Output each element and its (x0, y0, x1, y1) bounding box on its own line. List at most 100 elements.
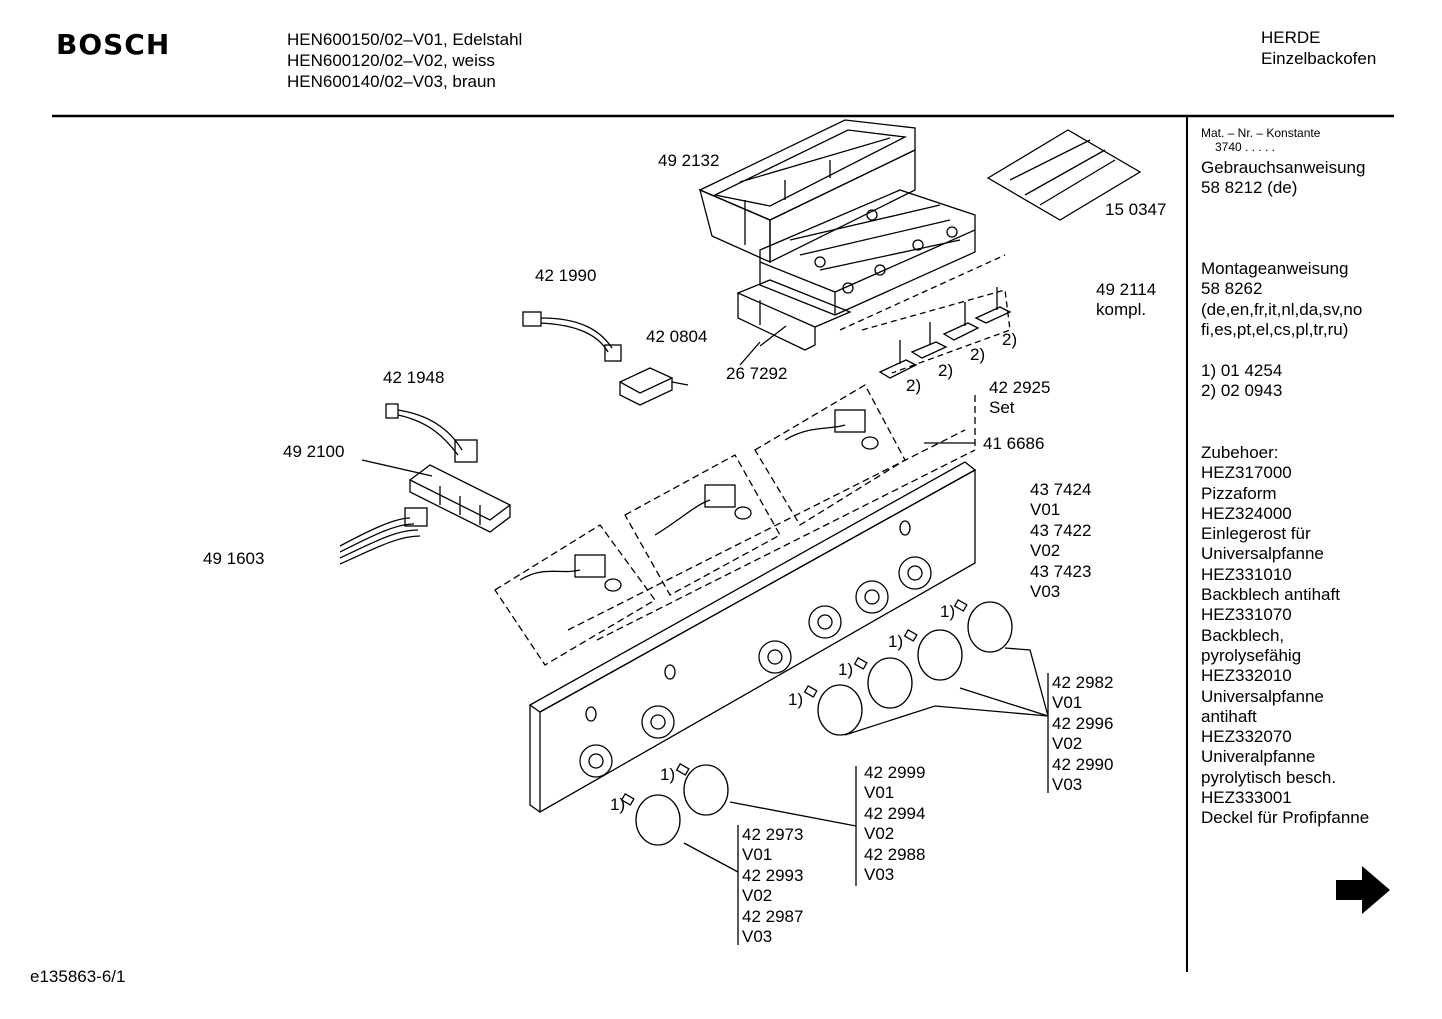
sidebar-line: pyrolytisch besch. (1201, 767, 1337, 787)
category-title: HERDE (1261, 28, 1321, 47)
bush (861, 436, 879, 450)
sidebar-line: antihaft (1201, 706, 1257, 726)
knob-part-stack: 42 2999 V01 42 2994 V02 42 2988 V03 (864, 763, 925, 885)
arrow-right-icon (1336, 866, 1390, 914)
part-label: 41 6686 (983, 434, 1045, 453)
part-label: 49 1603 (203, 549, 265, 568)
sidebar-line: Einlegerost für (1201, 524, 1311, 544)
sidebar-line: HEZ332070 (1201, 727, 1292, 747)
sidebar-line: 2) 02 0943 (1201, 381, 1283, 401)
sidebar-block-footnotes: 1) 01 4254 2) 02 0943 (1201, 361, 1282, 402)
screw-bag (986, 129, 1142, 221)
bush (604, 578, 622, 592)
stack-line: V02 (742, 886, 773, 906)
sidebar-line: (de,en,fr,it,nl,da,sv,no (1201, 299, 1363, 319)
footnote-marker: 2) (938, 361, 954, 380)
sidebar-line: Universalpfanne (1201, 686, 1324, 706)
category-subtitle: Einzelbackofen (1261, 49, 1377, 68)
stack-line: 42 2987 (742, 906, 804, 926)
control-panel (528, 461, 977, 814)
part-label: 42 1990 (535, 266, 597, 285)
brand-logo: BOSCH (56, 28, 171, 61)
switch-detail-boxes (494, 384, 976, 666)
stack-line: 42 2996 (1052, 713, 1114, 733)
part-label-note: kompl. (1096, 300, 1147, 319)
stack-line: V03 (742, 927, 773, 947)
footnote-marker: 1) (888, 632, 904, 651)
switch-body (574, 554, 606, 578)
model-line: HEN600150/02–V01, Edelstahl (287, 30, 523, 49)
sidebar-line: 1) 01 4254 (1201, 361, 1283, 380)
stack-line: V01 (1030, 500, 1061, 520)
sidebar-block-manual: Gebrauchsanweisung 58 8212 (de) (1201, 158, 1365, 199)
part-label: 49 2114 (1096, 280, 1157, 299)
stack-line: 43 7422 (1030, 520, 1092, 540)
harness-421990 (522, 311, 622, 362)
stack-line: V02 (864, 824, 895, 844)
sidebar-line: Gebrauchsanweisung (1201, 158, 1366, 177)
switch-420804 (618, 367, 689, 406)
part-label: 42 0804 (646, 327, 708, 346)
stack-line: V01 (864, 783, 895, 803)
cam-switches (878, 287, 1012, 379)
housing-part (698, 119, 916, 264)
footnote-marker: 2) (1002, 330, 1018, 349)
footnote-marker: 1) (610, 795, 626, 814)
sidebar-line: fi,es,pt,el,cs,pl,tr,ru) (1201, 319, 1349, 339)
stack-line: 42 2982 (1052, 673, 1114, 692)
stack-line: V01 (1052, 693, 1083, 713)
sidebar-line: Univeralpfanne (1201, 747, 1316, 767)
stack-line: 42 2999 (864, 763, 926, 782)
knob-part-stack: 42 2982 V01 42 2996 V02 42 2990 V03 (1052, 673, 1113, 795)
sidebar-block-mount: Montageanweisung 58 8262 (de,en,fr,it,nl… (1201, 259, 1362, 340)
part-label: 15 0347 (1105, 200, 1167, 219)
part-label-note: Set (989, 398, 1015, 417)
stack-line: V03 (1052, 775, 1083, 795)
footnote-marker: 2) (906, 376, 922, 395)
stack-line: 42 2994 (864, 803, 926, 823)
board-492100 (361, 459, 512, 533)
sidebar-line: Backblech, (1201, 625, 1285, 645)
sidebar-line: pyrolysefähig (1201, 645, 1302, 665)
sidebar-line: 58 8262 (1201, 279, 1263, 299)
bush (734, 506, 752, 520)
footnote-marker: 1) (660, 765, 676, 784)
category-block: HERDE Einzelbackofen (1261, 27, 1376, 69)
part-label: 42 2925 (989, 378, 1051, 397)
sidebar-line: HEZ324000 (1201, 503, 1292, 523)
knobs-right (803, 599, 1049, 736)
mat-label: Mat. – Nr. – Konstante (1201, 126, 1321, 140)
stack-line: V03 (864, 865, 895, 885)
footnote-marker: 1) (940, 602, 956, 621)
harness-491603 (339, 507, 428, 565)
switch-wire (784, 424, 846, 441)
tray-part (736, 279, 852, 351)
stack-line: V01 (742, 845, 773, 865)
harness-421948 (385, 403, 478, 463)
part-label: 26 7292 (726, 364, 788, 383)
model-line: HEN600140/02–V03, braun (287, 72, 496, 91)
stack-line: V02 (1030, 541, 1061, 561)
panel-part-stack: 43 7424 V01 43 7422 V02 43 7423 V03 (1030, 480, 1091, 602)
sidebar-line: HEZ331070 (1201, 605, 1292, 625)
mat-value: 3740 . . . . . (1215, 140, 1276, 154)
frame-part (759, 189, 976, 316)
stack-line: 43 7423 (1030, 561, 1092, 581)
model-line: HEN600120/02–V02, weiss (287, 51, 495, 70)
stack-line: 42 2993 (742, 865, 804, 885)
switch-body (834, 409, 866, 433)
stack-line: 42 2973 (742, 825, 804, 844)
mat-nr-label: Mat. – Nr. – Konstante 3740 . . . . . (1201, 126, 1320, 154)
knobs-left (620, 763, 857, 873)
sidebar-line: 58 8212 (de) (1201, 178, 1298, 198)
switch-wire (519, 569, 581, 581)
sidebar-line: Montageanweisung (1201, 259, 1349, 278)
sidebar-line: HEZ331010 (1201, 564, 1292, 584)
stack-line: 42 2990 (1052, 754, 1114, 774)
stack-line: 43 7424 (1030, 480, 1092, 499)
sidebar-line: HEZ333001 (1201, 788, 1292, 808)
sidebar-line: Universalpfanne (1201, 544, 1324, 564)
sidebar-line: Pizzaform (1201, 483, 1277, 503)
footnote-marker: 1) (838, 660, 854, 679)
document-id: e135863-6/1 (30, 967, 126, 986)
